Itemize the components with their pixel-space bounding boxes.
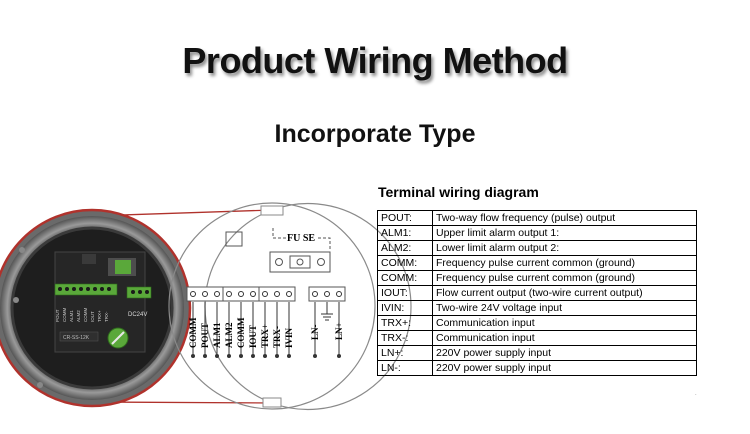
- dc-voltage-label: DC24V: [128, 312, 147, 318]
- terminal-description: Two-wire 24V voltage input: [432, 300, 697, 316]
- terminal-code: IVIN:: [377, 300, 433, 316]
- terminal-code: LN+:: [377, 345, 433, 361]
- terminal-code: LN-:: [377, 360, 433, 376]
- terminal-row: TRX-:Communication input: [377, 330, 697, 346]
- terminal-row: ALM2:Lower limit alarm output 2:: [377, 240, 697, 256]
- svg-text:IOUT: IOUT: [90, 311, 95, 322]
- terminal-table: POUT:Two-way flow frequency (pulse) outp…: [377, 210, 697, 376]
- svg-text:TRX+: TRX+: [97, 310, 102, 322]
- board-label-alm1: ALM1: [212, 322, 222, 348]
- terminal-description: 220V power supply input: [432, 345, 697, 361]
- terminal-description: Two-way flow frequency (pulse) output: [432, 210, 697, 226]
- board-label-trx-minus: TRX-: [272, 326, 282, 348]
- terminal-row: IVIN:Two-wire 24V voltage input: [377, 300, 697, 316]
- board-label-ln-minus: LN-: [310, 324, 320, 340]
- board-label-ln-plus: LN+: [334, 322, 344, 340]
- fuse-label: FU SE: [287, 233, 315, 244]
- terminal-row: TRX+:Communication input: [377, 315, 697, 331]
- svg-text:COMM: COMM: [62, 308, 67, 322]
- terminal-row: COMM:Frequency pulse current common (gro…: [377, 255, 697, 271]
- terminal-description: Flow current output (two-wire current ou…: [432, 285, 697, 301]
- board-label-trx-plus: TRX+: [260, 324, 270, 348]
- terminal-diagram-title: Terminal wiring diagram: [378, 184, 539, 200]
- svg-text:POUT: POUT: [55, 309, 60, 322]
- board-label-iout: IOUT: [248, 325, 258, 348]
- terminal-description: Upper limit alarm output 1:: [432, 225, 697, 241]
- terminal-code: POUT:: [377, 210, 433, 226]
- terminal-description: 220V power supply input: [432, 360, 697, 376]
- terminal-code: IOUT:: [377, 285, 433, 301]
- circuit-board: FU SE: [168, 202, 412, 411]
- svg-text:COMM: COMM: [83, 308, 88, 322]
- board-label-ivin: IVIN: [284, 327, 294, 348]
- board-label-comm-2: COMM: [236, 317, 246, 348]
- svg-text:ALM1: ALM1: [69, 310, 74, 322]
- terminal-description: Lower limit alarm output 2:: [432, 240, 697, 256]
- page-subtitle: Incorporate Type: [274, 120, 476, 148]
- terminal-description: Communication input: [432, 330, 697, 346]
- terminal-code: COMM:: [377, 255, 433, 271]
- terminal-code: TRX-:: [377, 330, 433, 346]
- terminal-row: LN+:220V power supply input: [377, 345, 697, 361]
- terminal-row: IOUT:Flow current output (two-wire curre…: [377, 285, 697, 301]
- terminal-description: Frequency pulse current common (ground): [432, 270, 697, 286]
- terminal-code: ALM2:: [377, 240, 433, 256]
- terminal-row: POUT:Two-way flow frequency (pulse) outp…: [377, 210, 697, 226]
- terminal-description: Frequency pulse current common (ground): [432, 255, 697, 271]
- terminal-row: COMM:Frequency pulse current common (gro…: [377, 270, 697, 286]
- terminal-row: ALM1:Upper limit alarm output 1:: [377, 225, 697, 241]
- page-title: Product Wiring Method: [182, 40, 568, 81]
- terminal-code: TRX+:: [377, 315, 433, 331]
- meter-photo: POUT COMM ALM1 ALM2 COMM IOUT TRX+ TRX- …: [0, 208, 192, 408]
- terminal-code: COMM:: [377, 270, 433, 286]
- board-label-alm2: ALM2: [224, 322, 234, 348]
- board-label-comm-1: COMM: [188, 317, 198, 348]
- plate-label: CR-SS-12K: [63, 335, 90, 341]
- terminal-code: ALM1:: [377, 225, 433, 241]
- svg-text:ALM2: ALM2: [76, 310, 81, 322]
- terminal-description: Communication input: [432, 315, 697, 331]
- page-mark: .: [695, 391, 697, 397]
- board-label-pout: POUT: [200, 323, 210, 348]
- terminal-row: LN-:220V power supply input: [377, 360, 697, 376]
- svg-text:TRX-: TRX-: [104, 311, 109, 322]
